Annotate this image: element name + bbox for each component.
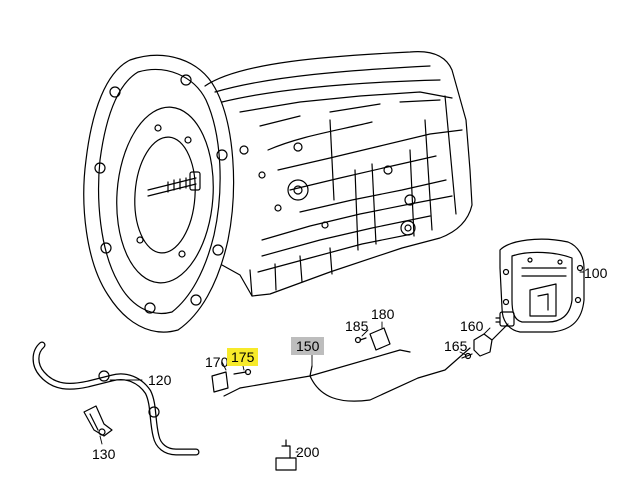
oil-cooler-hose: [32, 341, 200, 456]
part-label-175[interactable]: 175: [227, 348, 259, 366]
part-label-100[interactable]: 100: [584, 265, 608, 281]
part-label-200[interactable]: 200: [296, 444, 320, 460]
part-label-165[interactable]: 165: [444, 338, 468, 354]
hose-clamp: [83, 405, 113, 437]
part-label-150[interactable]: 150: [291, 337, 325, 355]
part-label-180[interactable]: 180: [371, 306, 395, 322]
bolt: [275, 439, 297, 471]
part-label-130[interactable]: 130: [92, 446, 116, 462]
leader-lines: [99, 271, 585, 453]
part-label-120[interactable]: 120: [148, 372, 172, 388]
bell-housing: [83, 54, 235, 333]
part-label-160[interactable]: 160: [460, 318, 484, 334]
wiring-harness: [223, 347, 471, 402]
part-label-185[interactable]: 185: [345, 318, 369, 334]
bracket-with-screw: [211, 368, 252, 393]
transmission-control-unit: [495, 238, 585, 333]
transmission-housing: [204, 51, 473, 297]
harness-holder: [354, 327, 391, 351]
part-label-170[interactable]: 170: [205, 354, 229, 370]
